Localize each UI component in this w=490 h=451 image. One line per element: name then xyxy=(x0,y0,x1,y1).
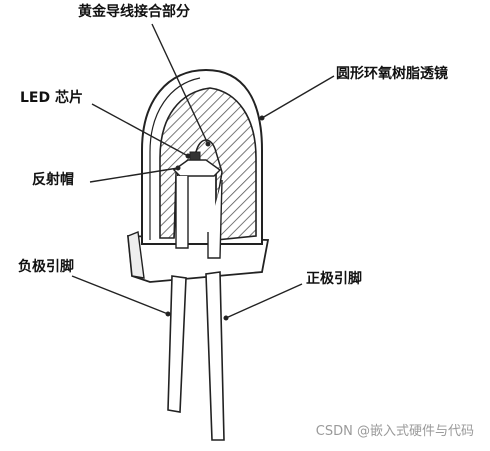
label-positive-lead: 正极引脚 xyxy=(306,271,362,287)
positive-lead-upper xyxy=(207,179,223,259)
led-chip-block xyxy=(189,151,201,161)
leader-lens xyxy=(261,75,335,119)
label-reflector: 反射帽 xyxy=(32,172,74,188)
watermark: CSDN @嵌入式硬件与代码 xyxy=(315,424,474,439)
leader-led-chip xyxy=(91,103,189,157)
label-led-chip: LED 芯片 xyxy=(20,90,83,106)
base-flange-front xyxy=(127,231,145,279)
label-gold-wire-bond: 黄金导线接合部分 xyxy=(78,4,190,20)
negative-lead xyxy=(167,275,187,413)
leader-negative-lead xyxy=(71,275,169,315)
leader-reflector xyxy=(89,167,179,183)
label-negative-lead: 负极引脚 xyxy=(18,259,74,275)
gold-bond-wire xyxy=(195,139,223,233)
leader-positive-lead xyxy=(225,283,303,319)
negative-lead-upper xyxy=(175,176,189,249)
positive-lead xyxy=(205,271,225,441)
label-epoxy-lens: 圆形环氧树脂透镜 xyxy=(336,66,448,82)
leader-lines xyxy=(71,23,335,321)
lens-highlight xyxy=(149,77,201,240)
leader-gold-wire xyxy=(151,23,209,145)
